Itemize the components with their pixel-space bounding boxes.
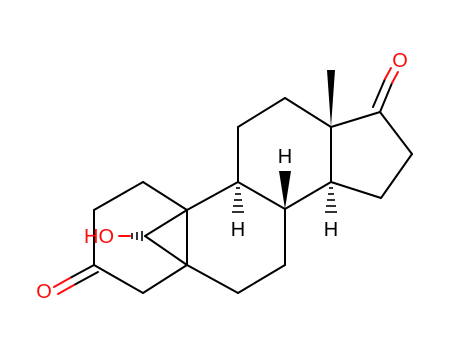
oxygen-label-bottom: O (36, 281, 52, 303)
bond (391, 71, 399, 84)
bond (69, 264, 95, 279)
stereo-bonds (131, 70, 337, 241)
methyl-wedge (327, 70, 335, 127)
bond (380, 153, 413, 199)
bond (284, 181, 332, 210)
atom-labels: O O HO H H H (36, 50, 408, 303)
oxygen-label-top: O (392, 50, 408, 72)
bond (142, 181, 188, 211)
bond (237, 264, 286, 294)
hash-wedge-hydroxyl (131, 231, 143, 241)
bond (379, 82, 393, 113)
bond (93, 181, 144, 211)
bond (379, 111, 413, 155)
hydrogen-label-c9: H (231, 219, 245, 241)
h-wedge (279, 171, 291, 209)
bond (186, 264, 239, 294)
bond (144, 209, 188, 237)
bond (372, 78, 386, 108)
bond (57, 284, 75, 295)
bond (330, 111, 381, 128)
hash-wedge-c14 (325, 187, 337, 213)
hash-wedge-c9 (232, 187, 244, 213)
bond (53, 277, 71, 288)
bond (93, 264, 144, 294)
bond (237, 97, 286, 128)
bond (73, 271, 99, 286)
carbon-skeleton (53, 67, 413, 295)
hydroxyl-label: HO (84, 226, 114, 248)
bond (142, 264, 188, 294)
bond (144, 235, 188, 266)
bond (384, 67, 392, 80)
hydrogen-label-c8: H (278, 146, 292, 168)
bond (237, 181, 286, 210)
hydrogen-label-c14: H (324, 219, 338, 241)
bond (330, 181, 382, 199)
bond (186, 181, 239, 211)
bond (284, 97, 332, 128)
